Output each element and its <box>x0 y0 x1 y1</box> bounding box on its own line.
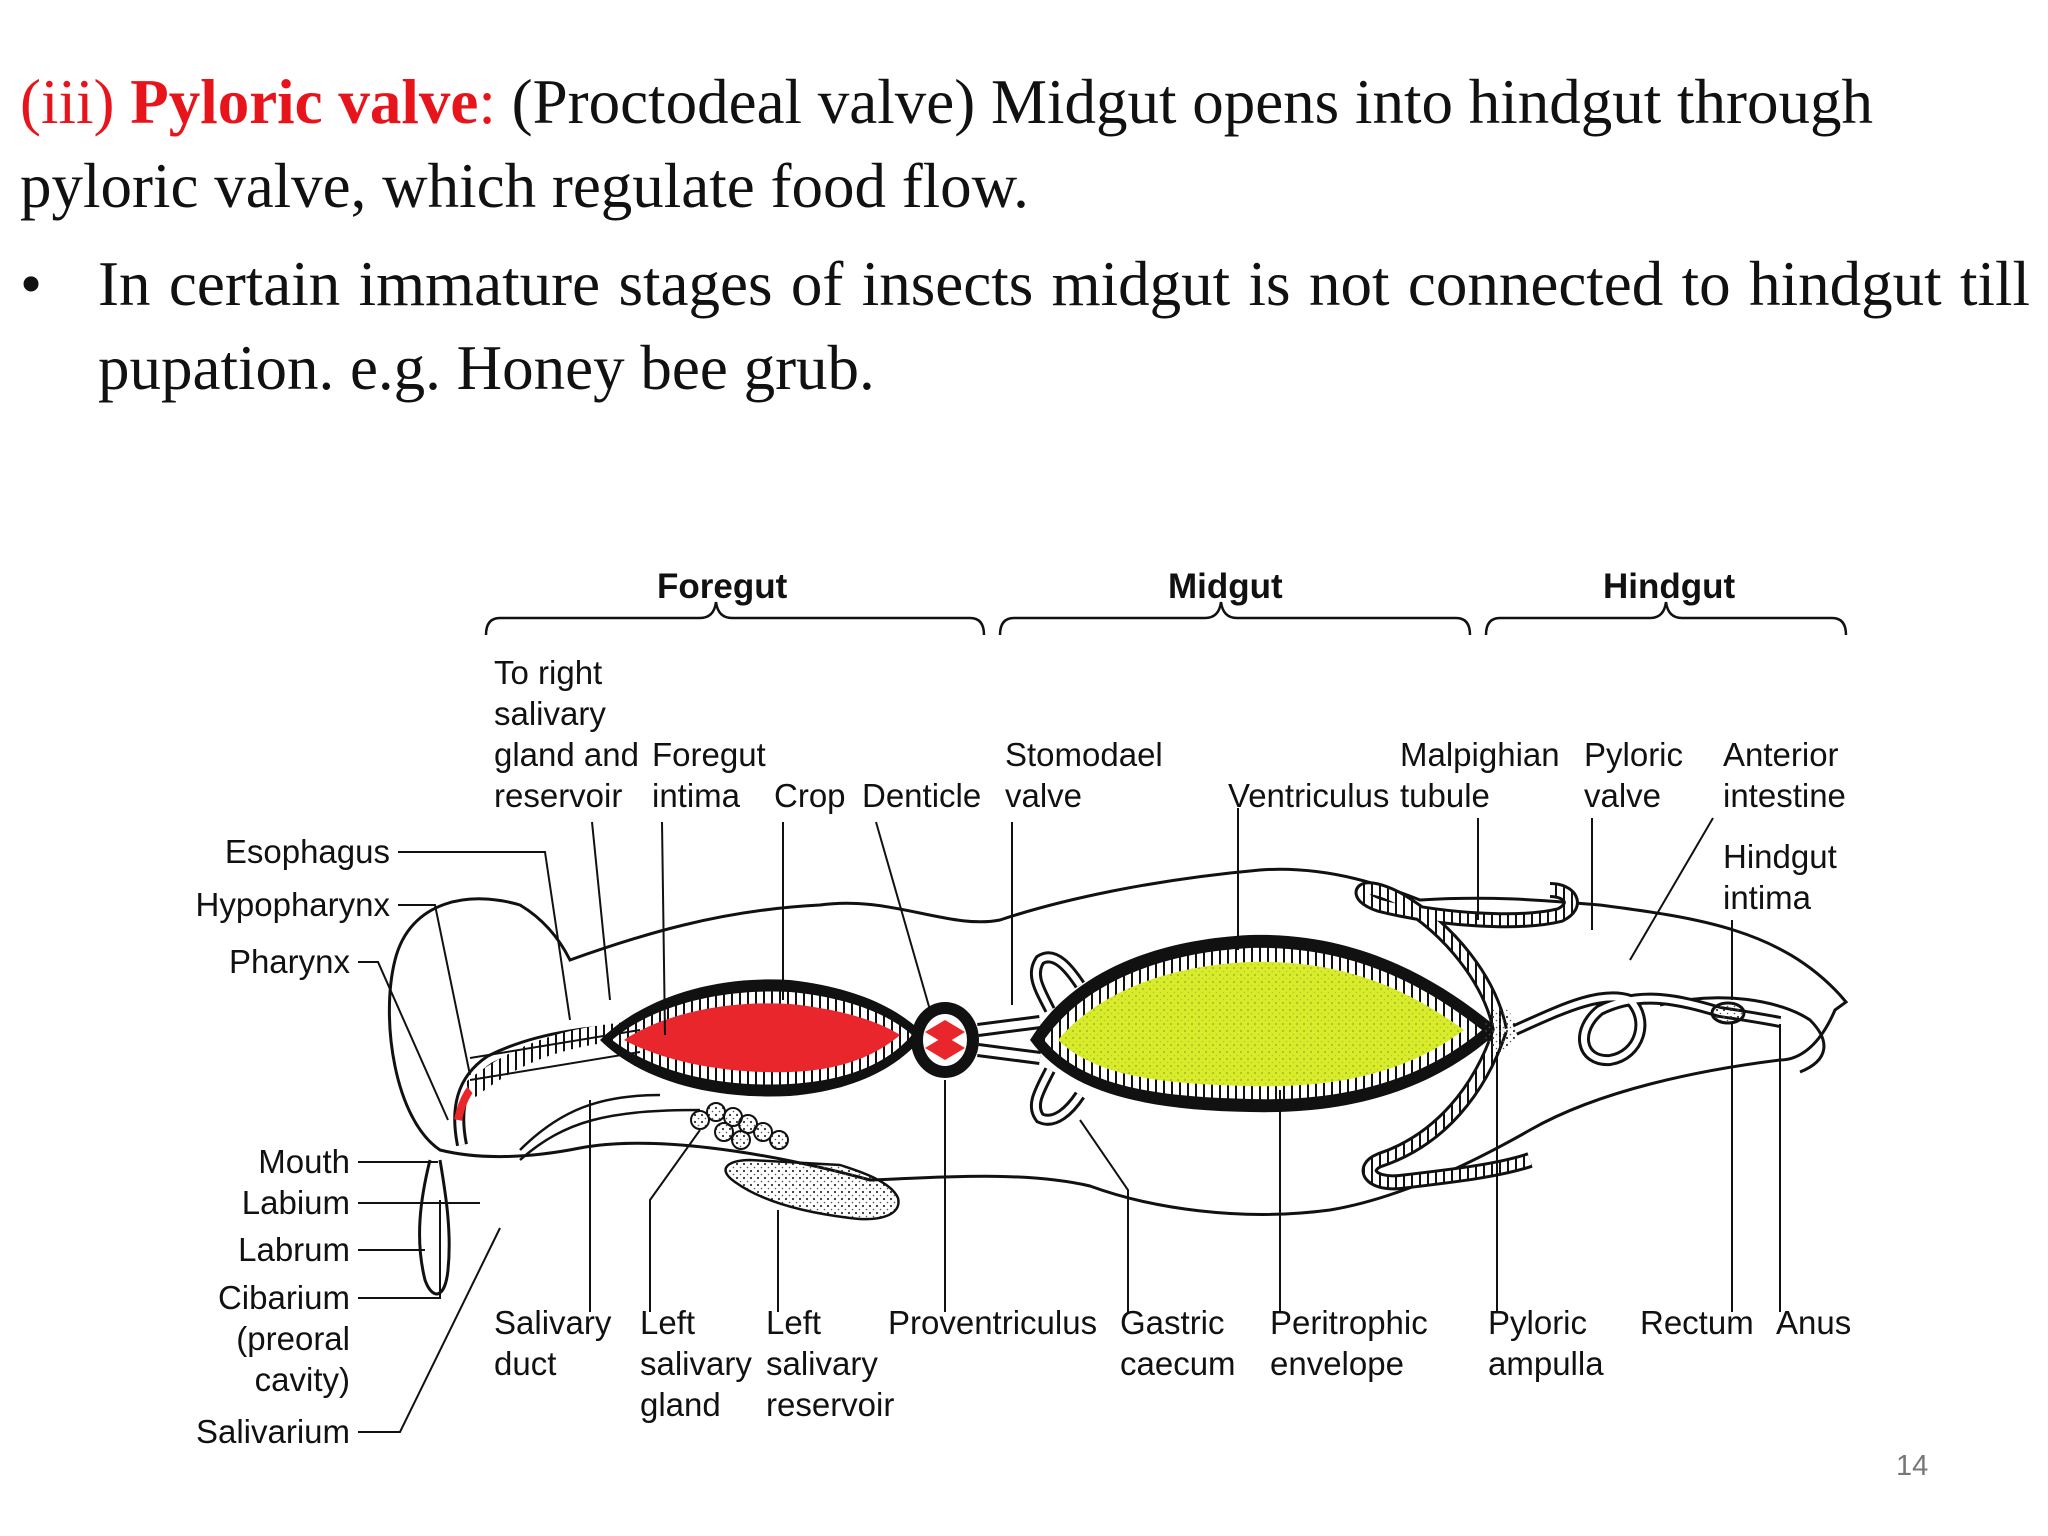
label-pyloric-ampulla-2: ampulla <box>1488 1345 1604 1382</box>
label-pyloric-ampulla-1: Pyloric <box>1488 1304 1587 1341</box>
bullet-text: In certain immature stages of insects mi… <box>98 249 2030 403</box>
page-number: 14 <box>1896 1450 1929 1482</box>
label-malpighian-tubule-2: tubule <box>1400 777 1490 814</box>
label-to-right-salivary-4: reservoir <box>494 777 622 814</box>
label-salivary-duct-2: duct <box>494 1345 556 1382</box>
label-to-right-salivary-1: To right <box>494 654 602 691</box>
label-cibarium-1: Cibarium <box>218 1279 350 1316</box>
label-hindgut-intima-2: intima <box>1723 879 1812 916</box>
paragraph-text: (Proctodeal valve) Midgut opens into hin… <box>20 67 1873 221</box>
label-anus: Anus <box>1776 1304 1851 1341</box>
label-hypopharynx: Hypopharynx <box>196 886 391 923</box>
slide-text: (iii) Pyloric valve: (Proctodeal valve) … <box>20 60 2030 410</box>
label-mouth: Mouth <box>258 1143 350 1180</box>
label-stomodael-valve-1: Stomodael <box>1005 736 1163 773</box>
section-hindgut-label: Hindgut <box>1603 567 1736 606</box>
label-left-salivary-reservoir-1: Left <box>766 1304 821 1341</box>
label-peritrophic-envelope-2: envelope <box>1270 1345 1404 1382</box>
label-rectum: Rectum <box>1640 1304 1754 1341</box>
label-left-salivary-gland-1: Left <box>640 1304 695 1341</box>
crop-organ <box>469 979 925 1097</box>
label-denticle: Denticle <box>862 777 981 814</box>
label-hindgut-intima-1: Hindgut <box>1723 838 1837 875</box>
label-labium: Labium <box>242 1184 350 1221</box>
label-pharynx: Pharynx <box>229 943 351 980</box>
label-left-salivary-reservoir-3: reservoir <box>766 1386 894 1423</box>
label-peritrophic-envelope-1: Peritrophic <box>1270 1304 1428 1341</box>
bottom-labels: Salivary duct Left salivary gland Left s… <box>494 1304 1851 1423</box>
crop-fill <box>624 1003 900 1073</box>
bullet-item: • In certain immature stages of insects … <box>20 242 2030 410</box>
label-malpighian-tubule-1: Malpighian <box>1400 736 1560 773</box>
label-left-salivary-reservoir-2: salivary <box>766 1345 878 1382</box>
bullet-icon: • <box>20 249 43 319</box>
label-pyloric-valve-2: valve <box>1584 777 1661 814</box>
section-foregut-label: Foregut <box>657 567 788 606</box>
label-foregut-intima-2: intima <box>652 777 741 814</box>
paragraph-term: Pyloric valve <box>130 67 479 137</box>
top-labels: To right salivary gland and reservoir Fo… <box>494 654 1846 916</box>
label-gastric-caecum-2: caecum <box>1120 1345 1236 1382</box>
label-foregut-intima-1: Foregut <box>652 736 766 773</box>
label-esophagus: Esophagus <box>225 833 390 870</box>
left-labels: Esophagus Hypopharynx Pharynx Mouth Labi… <box>196 833 391 1450</box>
label-cibarium-3: cavity) <box>255 1361 350 1398</box>
rectum-organ <box>1710 1001 1746 1025</box>
ventriculus-organ <box>1030 934 1500 1113</box>
section-braces <box>484 601 1848 636</box>
paragraph-prefix: (iii) <box>20 67 131 137</box>
label-salivarium: Salivarium <box>196 1413 350 1450</box>
label-proventriculus: Proventriculus <box>888 1304 1097 1341</box>
pyloric-valve-paragraph: (iii) Pyloric valve: (Proctodeal valve) … <box>20 60 2030 228</box>
label-stomodael-valve-2: valve <box>1005 777 1082 814</box>
section-midgut-label: Midgut <box>1168 567 1283 606</box>
label-gastric-caecum-1: Gastric <box>1120 1304 1225 1341</box>
label-cibarium-2: (preoral <box>236 1320 350 1357</box>
salivary-system <box>519 1093 900 1221</box>
label-crop: Crop <box>774 777 846 814</box>
proventriculus-organ <box>911 1002 1041 1078</box>
insect-body-outline <box>387 867 1849 1296</box>
leader-lines <box>358 808 1781 1433</box>
label-ventriculus: Ventriculus <box>1228 777 1389 814</box>
label-anterior-intestine-1: Anterior <box>1723 736 1839 773</box>
label-left-salivary-gland-3: gland <box>640 1386 721 1423</box>
label-pyloric-valve-1: Pyloric <box>1584 736 1683 773</box>
label-salivary-duct-1: Salivary <box>494 1304 612 1341</box>
pyloric-ampulla-dot <box>1484 1008 1516 1052</box>
label-anterior-intestine-2: intestine <box>1723 777 1846 814</box>
label-to-right-salivary-2: salivary <box>494 695 606 732</box>
paragraph-colon: : <box>478 67 496 137</box>
label-to-right-salivary-3: gland and <box>494 736 639 773</box>
label-left-salivary-gland-2: salivary <box>640 1345 752 1382</box>
label-labrum: Labrum <box>238 1231 350 1268</box>
